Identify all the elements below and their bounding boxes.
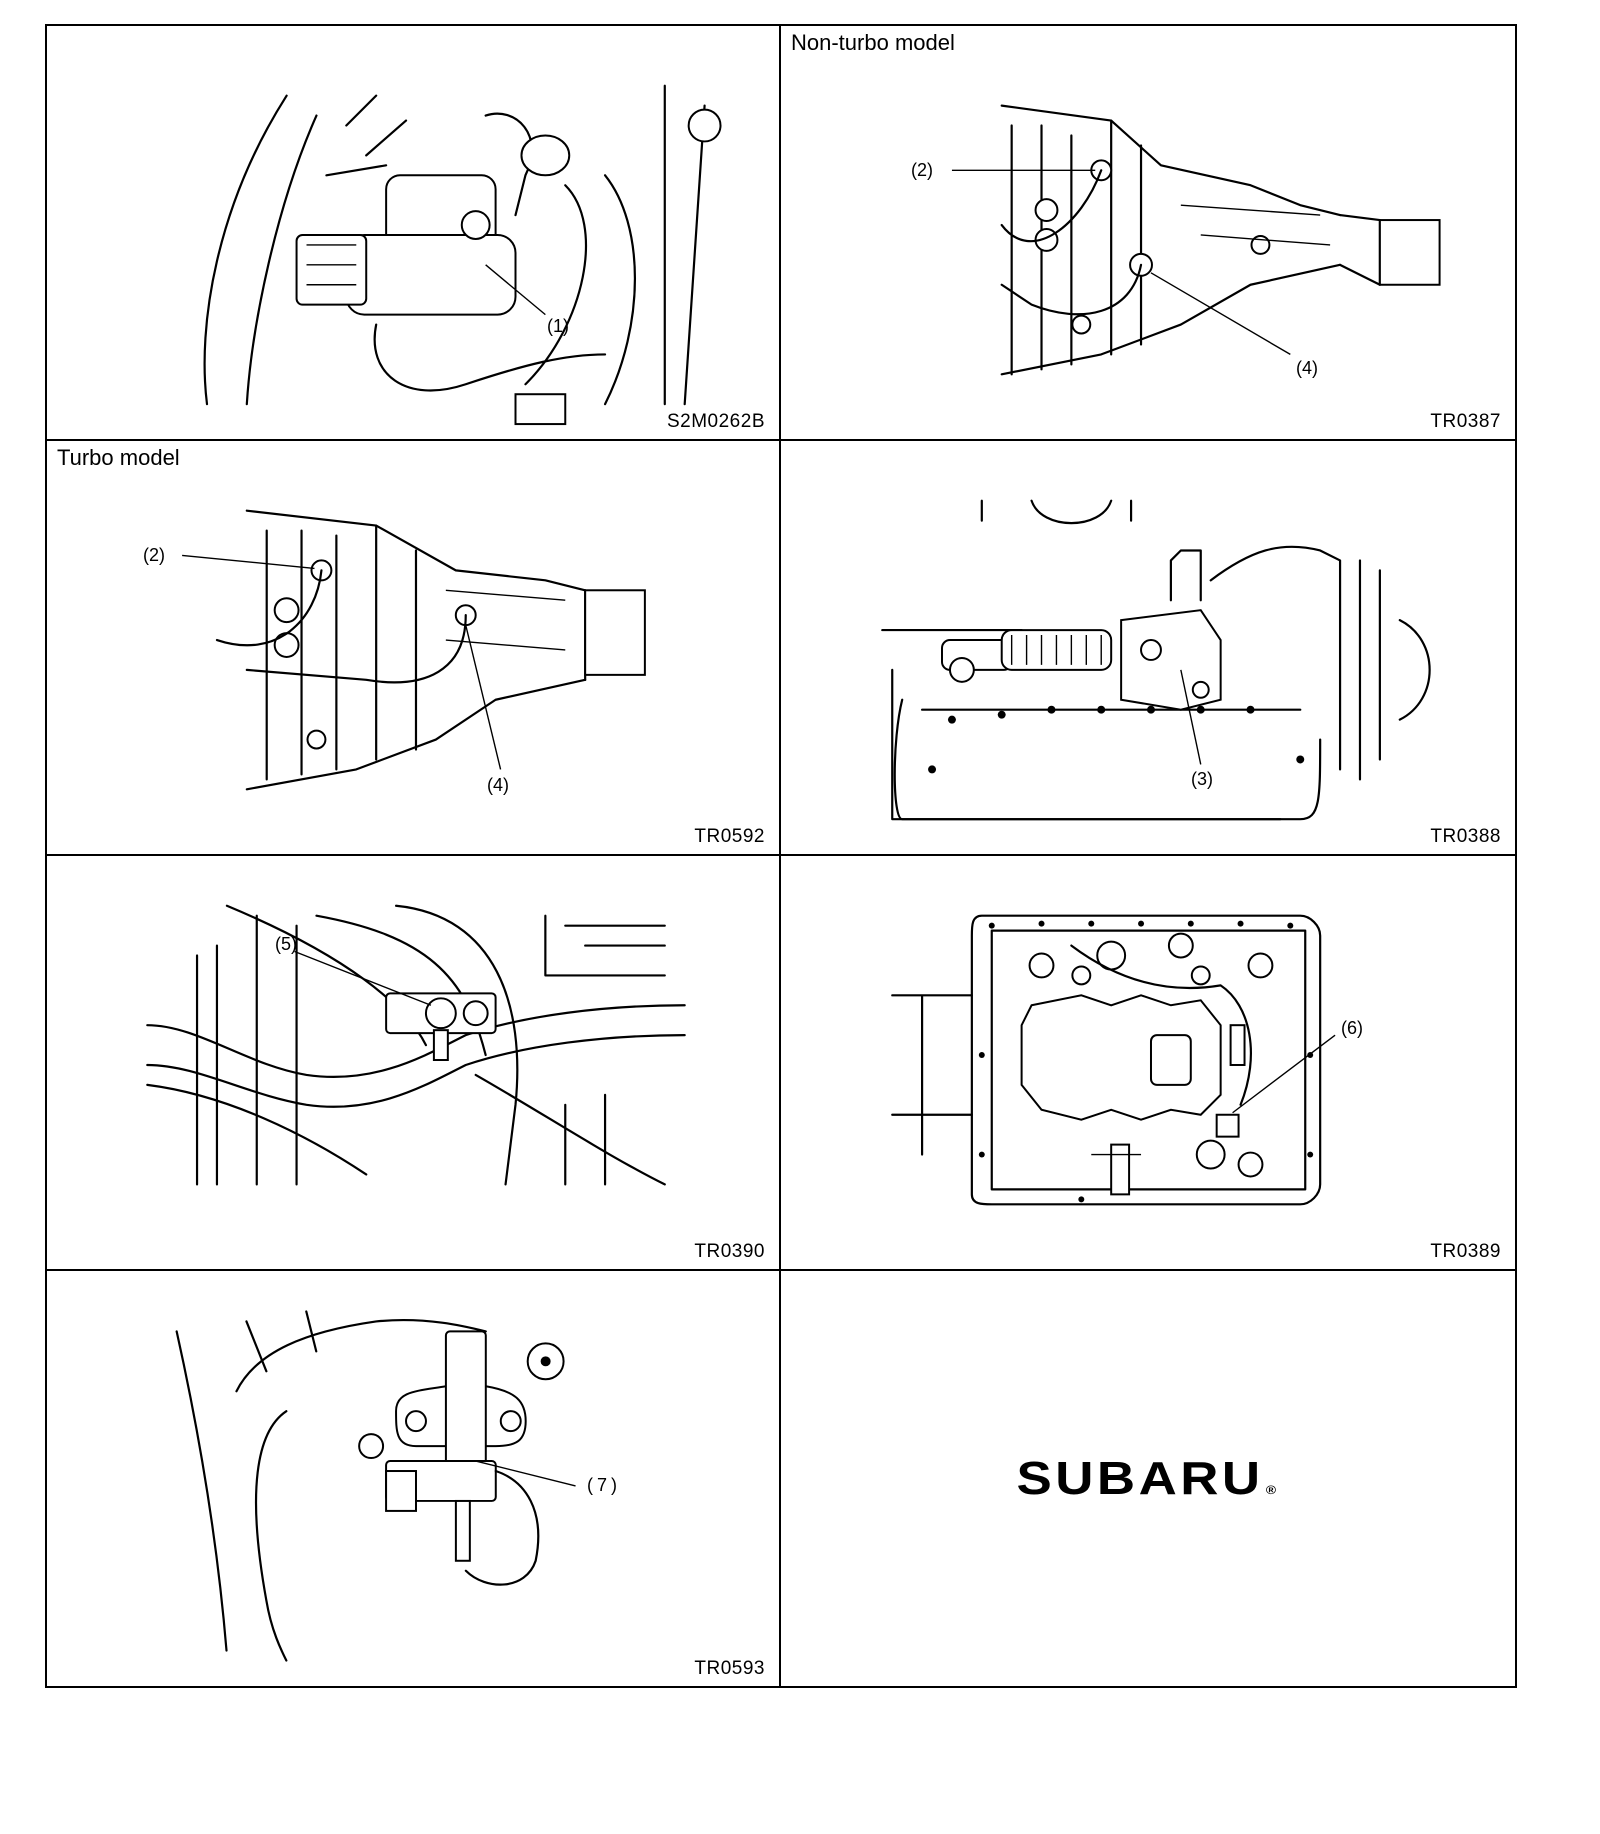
panel-caption: Non-turbo model <box>791 30 955 55</box>
figure-code: TR0390 <box>694 1241 765 1262</box>
turbo-illustration <box>182 509 646 791</box>
callout-3: (3) <box>1191 769 1213 789</box>
figure-code: TR0387 <box>1430 411 1501 432</box>
callout-2: (2) <box>143 545 165 565</box>
harness-sensor-illustration <box>146 904 686 1186</box>
panel-side-cover: (3) TR0388 <box>781 441 1515 856</box>
diagram-sheet: (1) S2M0262B Non-turbo model <box>45 24 1517 1688</box>
callout-7: (7) <box>587 1475 621 1495</box>
panel-caption: Turbo model <box>57 445 180 470</box>
non-turbo-illustration <box>951 104 1441 376</box>
callout-5: (5) <box>275 934 297 954</box>
panel-throttle-sensor: (1) S2M0262B <box>47 26 781 441</box>
panel-turbo: Turbo model (2) (4) TR05 <box>47 441 781 856</box>
valve-body-illustration <box>891 914 1336 1206</box>
throttle-sensor-illustration <box>203 84 722 426</box>
callout-2: (2) <box>911 160 933 180</box>
registered-mark: ® <box>1265 1483 1280 1497</box>
callout-4: (4) <box>487 775 509 795</box>
panel-logo: SUBARU® <box>781 1271 1515 1686</box>
callout-1: (1) <box>547 316 569 336</box>
figure-code: S2M0262B <box>666 411 765 432</box>
sensor-connector-illustration <box>175 1310 576 1662</box>
subaru-logo: SUBARU® <box>781 1451 1515 1505</box>
diagram-grid: (1) S2M0262B Non-turbo model <box>47 26 1515 1686</box>
logo-text: SUBARU <box>1016 1452 1264 1504</box>
figure-code: TR0593 <box>694 1658 765 1679</box>
callout-6: (6) <box>1341 1018 1363 1038</box>
panel-harness-sensor: (5) TR0390 <box>47 856 781 1271</box>
figure-code: TR0388 <box>1430 826 1501 847</box>
figure-code: TR0592 <box>694 826 765 847</box>
side-cover-illustration <box>881 499 1431 821</box>
panel-non-turbo: Non-turbo model (2) ( <box>781 26 1515 441</box>
figure-code: TR0389 <box>1430 1241 1501 1262</box>
panel-valve-body: (6) TR0389 <box>781 856 1515 1271</box>
callout-4: (4) <box>1296 358 1318 378</box>
panel-sensor-connector: (7) TR0593 <box>47 1271 781 1686</box>
